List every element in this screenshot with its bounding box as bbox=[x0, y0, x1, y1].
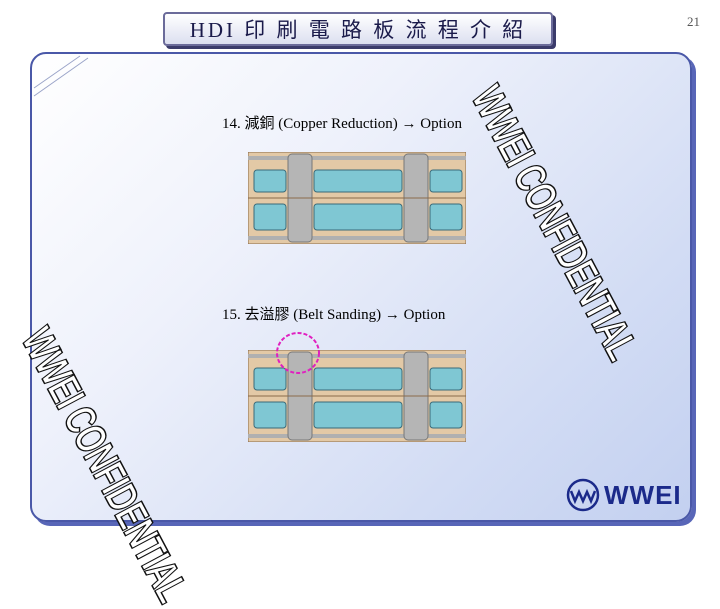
pcb-cross-section-copper-reduction bbox=[248, 152, 466, 244]
corner-decoration bbox=[33, 55, 89, 97]
wwei-logo-icon bbox=[566, 478, 600, 512]
pcb-cross-section-belt-sanding bbox=[248, 350, 466, 442]
page-number: 21 bbox=[687, 14, 700, 29]
content-panel bbox=[30, 52, 692, 522]
step-14-label: 14. 減銅 (Copper Reduction) → Option bbox=[222, 116, 462, 132]
wwei-logo: WWEI bbox=[566, 478, 682, 512]
highlight-circle bbox=[276, 332, 320, 374]
logo-text: WWEI bbox=[604, 479, 682, 510]
slide-title: HDI 印 刷 電 路 板 流 程 介 紹 bbox=[189, 18, 527, 42]
slide-title-box: HDI 印 刷 電 路 板 流 程 介 紹 bbox=[163, 12, 553, 46]
step-15-label: 15. 去溢膠 (Belt Sanding) → Option bbox=[222, 307, 446, 323]
